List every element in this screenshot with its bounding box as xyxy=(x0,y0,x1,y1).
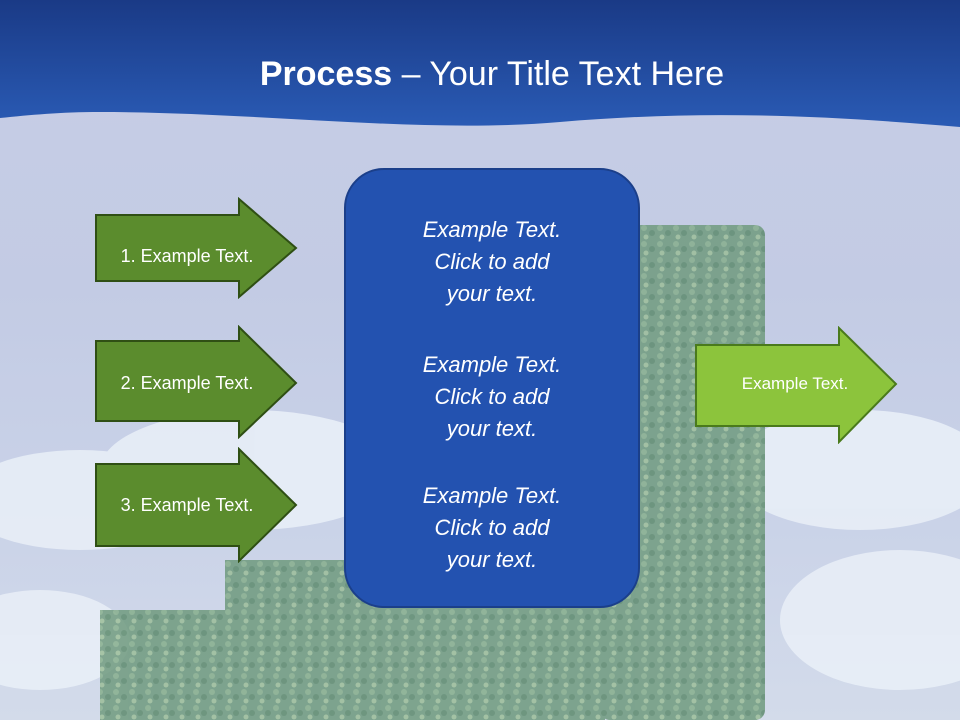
center-text-panel[interactable]: Example Text. Click to add your text. Ex… xyxy=(344,168,640,608)
panel-line: Click to add xyxy=(434,249,550,274)
panel-line: Example Text. xyxy=(422,352,562,377)
left-arrow-3-label: 3. Example Text. xyxy=(120,495,254,515)
left-arrow-1[interactable] xyxy=(94,197,300,299)
panel-line: your text. xyxy=(446,416,538,441)
panel-line: Example Text. xyxy=(422,483,562,508)
panel-line: your text. xyxy=(446,281,538,306)
panel-line: Click to add xyxy=(434,515,550,540)
title-bold: Process xyxy=(259,55,393,93)
panel-line: Example Text. xyxy=(422,217,562,242)
left-arrow-2-label: 2. Example Text. xyxy=(120,373,254,393)
panel-line: Click to add xyxy=(434,384,550,409)
left-arrow-3[interactable] xyxy=(94,447,300,563)
panel-text-block-1: Example Text. Click to add your text. xyxy=(346,214,638,310)
right-arrow-label: Example Text. xyxy=(741,374,849,393)
panel-text-block-2: Example Text. Click to add your text. xyxy=(346,349,638,445)
hedge-shapes xyxy=(100,225,765,720)
right-arrow[interactable] xyxy=(694,326,900,444)
title-rest: – Your Title Text Here xyxy=(392,55,725,93)
left-arrow-2[interactable] xyxy=(94,325,300,439)
panel-text-block-3: Example Text. Click to add your text. xyxy=(346,480,638,576)
slide-title[interactable]: Process – Your Title Text Here xyxy=(0,52,960,96)
left-arrow-1-label: 1. Example Text. xyxy=(120,246,254,266)
panel-line: your text. xyxy=(446,547,538,572)
title-band xyxy=(0,0,960,127)
